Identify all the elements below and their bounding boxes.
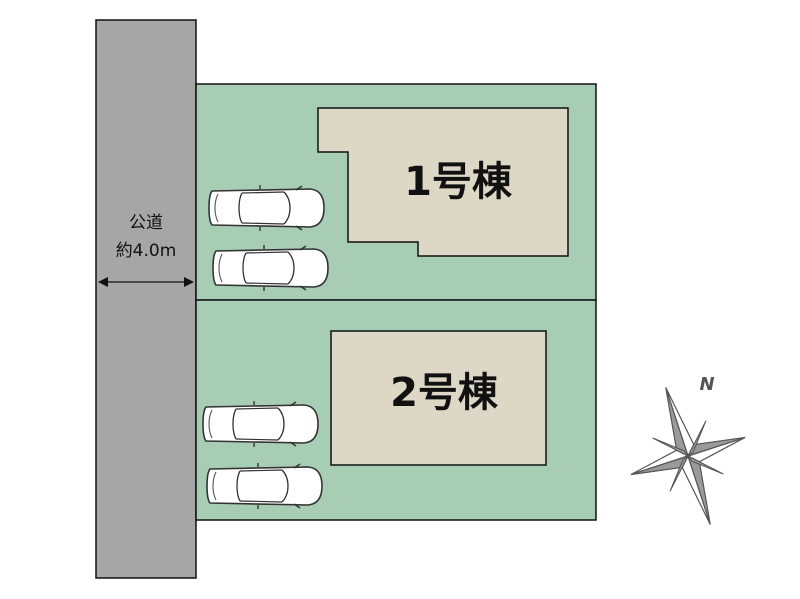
road-width-arrow — [98, 277, 194, 287]
compass-rose-icon — [630, 387, 746, 525]
car-lot1-upper — [208, 184, 325, 232]
building-2 — [330, 330, 547, 466]
car-lot2-upper — [202, 400, 319, 448]
car-lot2-lower — [206, 462, 323, 510]
north-label: N — [699, 374, 714, 395]
public-road — [95, 19, 197, 579]
building-1-label: 1号棟 — [404, 159, 513, 205]
road-label-line1: 公道 — [129, 213, 163, 233]
road-label-bg — [100, 208, 192, 264]
building-2-label: 2号棟 — [390, 370, 499, 416]
building-1 — [317, 107, 569, 257]
road-label-line2: 約4.0m — [116, 241, 177, 261]
car-lot1-lower — [212, 244, 329, 292]
